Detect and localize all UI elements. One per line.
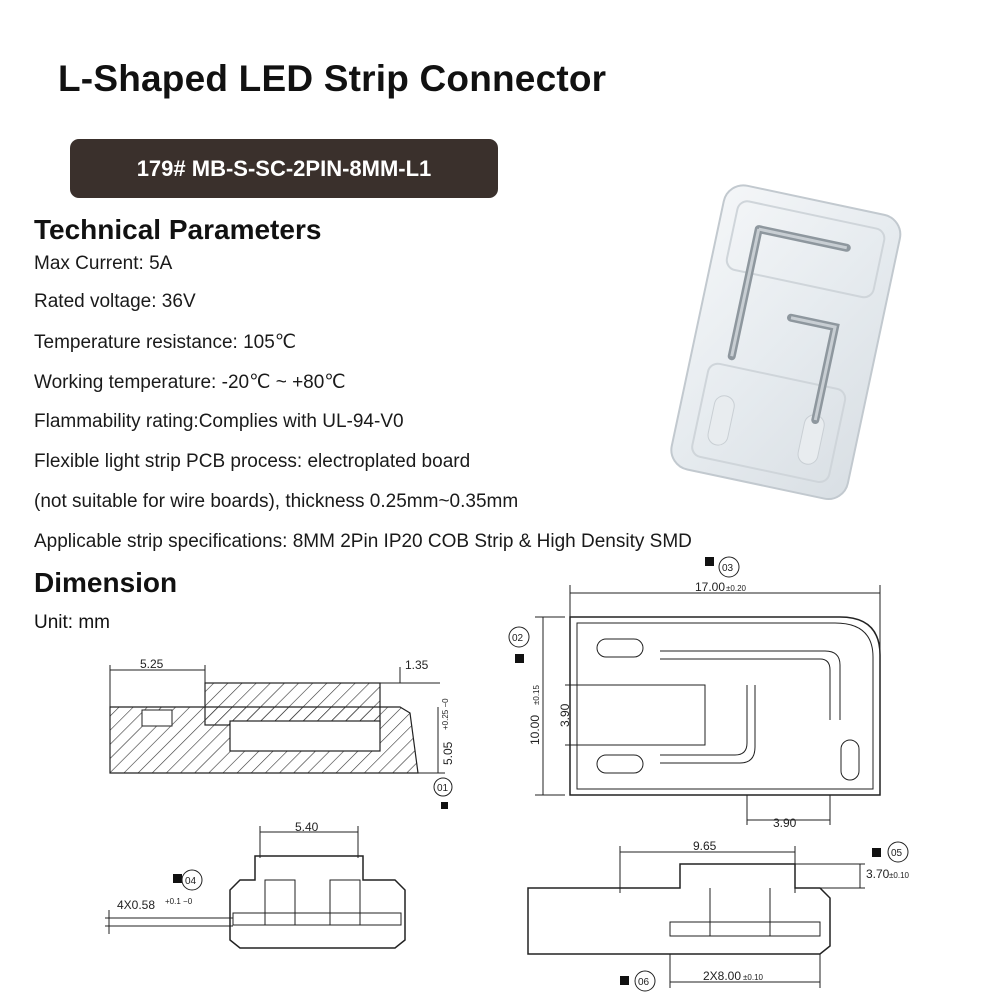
v04-dim-a: 5.40 (295, 820, 319, 834)
param-flammability: Flammability rating:Complies with UL-94-… (34, 411, 404, 432)
technical-parameters-heading: Technical Parameters (34, 214, 322, 245)
v01-dim-b: 1.35 (405, 658, 429, 672)
param-temperature-resistance: Temperature resistance: 105℃ (34, 332, 297, 353)
param-pcb-thickness: (not suitable for wire boards), thicknes… (34, 491, 519, 512)
param-max-current: Max Current: 5A (34, 253, 173, 274)
v03-tol-a: ±0.20 (726, 584, 747, 593)
v01-dim-c: 5.05 (441, 741, 455, 765)
v03-dim-b: 3.90 (773, 816, 797, 830)
v03-tag: 03 (722, 563, 734, 574)
param-working-temperature: Working temperature: -20℃ ~ +80℃ (34, 372, 346, 393)
unit-label: Unit: mm (34, 612, 110, 633)
v03-dim-a: 17.00 (695, 580, 725, 594)
model-badge: 179# MB-S-SC-2PIN-8MM-L1 (70, 139, 498, 198)
v02-dim-a: 10.00 (528, 715, 542, 745)
dimension-view-01: 5.25 1.35 5.05 +0.25 −0 01 (109, 657, 455, 809)
v05-tol-b: ±0.10 (889, 871, 910, 880)
dimension-view-05-06: 9.65 3.70 ±0.10 05 2X8.00 ±0.10 06 (527, 839, 910, 992)
v02-dim-b: 3.90 (558, 703, 572, 727)
v06-dim-a: 2X8.00 (703, 969, 741, 983)
v05-tag: 05 (891, 848, 903, 859)
v01-tol-c: +0.25 −0 (441, 698, 450, 730)
v02-tag: 02 (512, 633, 524, 644)
param-strip-spec: Applicable strip specifications: 8MM 2Pi… (34, 531, 692, 552)
v04-dim-b: 4X0.58 (117, 898, 155, 912)
page-title: L-Shaped LED Strip Connector (58, 58, 607, 99)
v05-dim-b: 3.70 (866, 867, 890, 881)
dimension-heading: Dimension (34, 567, 178, 598)
v01-dim-a: 5.25 (140, 657, 164, 671)
v01-tag: 01 (437, 783, 449, 794)
dimension-view-04: 5.40 4X0.58 +0.1 −0 04 (105, 820, 406, 949)
v05-dim-a: 9.65 (693, 839, 717, 853)
v04-tol-b: +0.1 −0 (165, 897, 193, 906)
v02-tol-a: ±0.15 (532, 684, 541, 705)
v06-tag: 06 (638, 977, 650, 988)
dimension-view-02-03: 03 17.00 ±0.20 10.00 ±0.15 3.90 02 3.90 (508, 556, 881, 830)
product-photo (670, 184, 902, 501)
param-pcb-process: Flexible light strip PCB process: electr… (34, 451, 471, 472)
v06-tol-a: ±0.10 (743, 973, 764, 982)
param-rated-voltage: Rated voltage: 36V (34, 291, 196, 312)
v04-tag: 04 (185, 876, 197, 887)
